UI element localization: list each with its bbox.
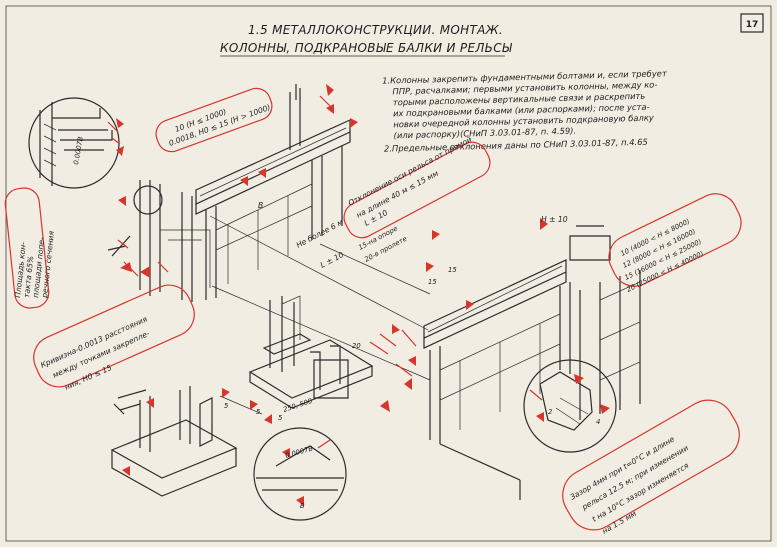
contact-line-2: такта 65% xyxy=(22,255,35,298)
left-column-assembly xyxy=(107,180,211,302)
dim-L-10-lower: L ± 10 xyxy=(319,250,346,270)
dim-15-b: 15 xyxy=(428,278,437,286)
dim-4: 4 xyxy=(596,418,600,426)
dim-not-more-6m: Не более 6 м xyxy=(295,217,345,249)
title-line-2: КОЛОННЫ, ПОДКРАНОВЫЕ БАЛКИ И РЕЛЬСЫ xyxy=(220,41,513,55)
dim-250-500: 250, 500 xyxy=(282,397,313,414)
span-dimension-lines xyxy=(209,215,431,381)
dim-H-10: Н ± 10 xyxy=(541,215,568,224)
column-tolerance-callout: 10 (Н ≤ 1000) 0.0018, Н0 ≤ 15 (Н > 1000) xyxy=(155,87,273,153)
detail-circle-left xyxy=(28,97,124,189)
page-number: 17 xyxy=(746,20,759,30)
dim-2: 2 xyxy=(548,408,552,416)
alignment-marks xyxy=(123,168,440,377)
detail-circle-rail-joint xyxy=(523,359,617,453)
title-line-1: 1.5 МЕТАЛЛОКОНСТРУКЦИИ. МОНТАЖ. xyxy=(248,23,503,37)
gap-callout: Зазор 4мм при t=0°C и длине рельса 12.5 … xyxy=(562,399,740,536)
height-tolerance-callout: 10 (4000 < Н ≤ 8000) 12 (8000 < Н ≤ 1600… xyxy=(608,193,742,294)
dim-5-b: 5 xyxy=(256,408,260,416)
page-number-box xyxy=(740,13,764,33)
dim-0-0007b-base: 0.0007В xyxy=(284,444,314,460)
dim-B-small: В xyxy=(300,502,305,510)
upper-crane-girder-frame xyxy=(195,84,358,300)
note-line-6: (или распорку)(СНиП 3.03.01-87, п. 4.59)… xyxy=(393,126,576,141)
dim-15-a: 15 xyxy=(448,266,457,274)
dim-5-c: 5 xyxy=(278,414,282,422)
dim-5-a: 5 xyxy=(224,402,228,410)
contact-area-callout: Площадь кон- такта 65% площади попе- реч… xyxy=(4,187,56,309)
detail-circle-base xyxy=(253,427,347,521)
notes-block: 1.Колонны закрепить фундаментными болтам… xyxy=(382,68,668,153)
column-base-group xyxy=(219,295,374,424)
lower-crane-girder-frame xyxy=(369,218,641,500)
pedestal-column-assembly xyxy=(110,386,238,497)
curvature-callout: Кривизна-0.0013 расстояния между точками… xyxy=(33,284,195,392)
dim-20: 20 xyxy=(352,342,361,350)
sheet-border xyxy=(5,5,772,542)
dim-B: В xyxy=(258,201,263,210)
